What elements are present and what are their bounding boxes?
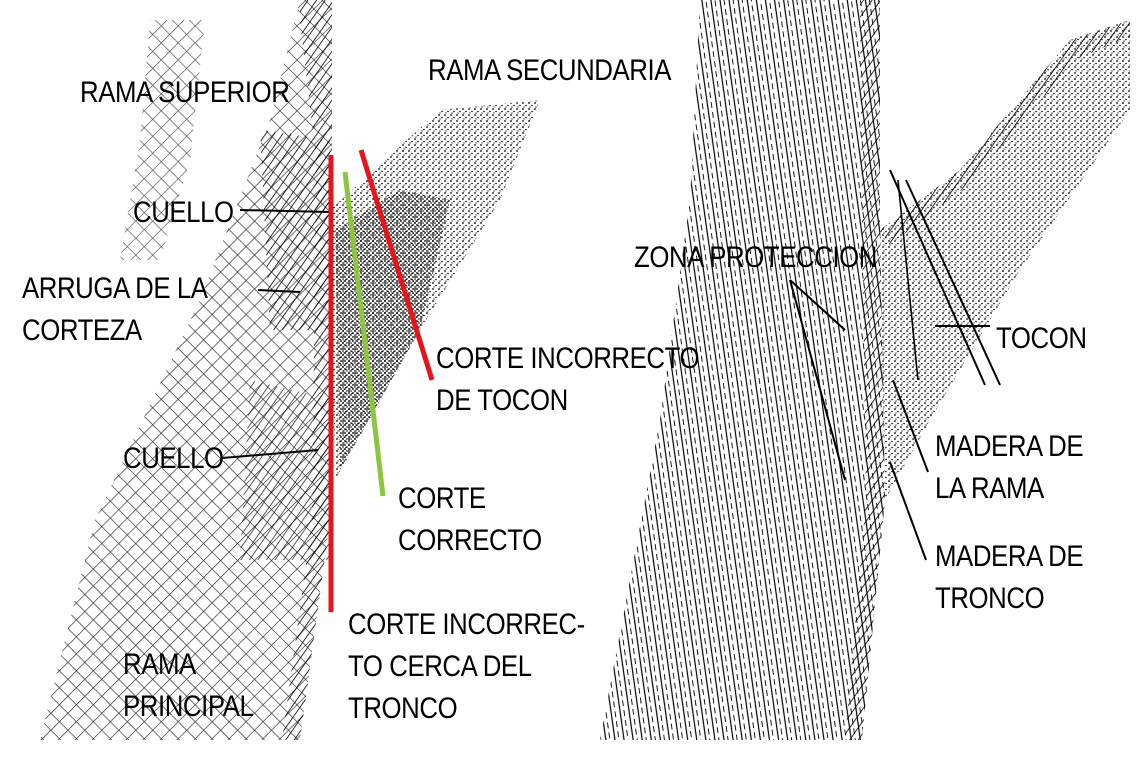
trunk-bark-edge	[845, 0, 885, 740]
label-corte-correcto: CORTE CORRECTO	[398, 482, 542, 557]
label-zona-proteccion: ZONA PROTECCION	[634, 241, 877, 274]
label-madera-rama: MADERA DE LA RAMA	[935, 430, 1084, 505]
upper-branch-shape	[120, 20, 205, 260]
label-madera-tronco: MADERA DE TRONCO	[935, 540, 1084, 615]
leader-madera-tronco	[889, 461, 927, 561]
secondary-branch-dense	[335, 190, 450, 470]
collar-line-2	[905, 179, 1001, 386]
leader-arruga	[257, 289, 301, 293]
label-rama-superior: RAMA SUPERIOR	[80, 76, 290, 109]
leader-cuello-bottom	[221, 449, 319, 459]
label-arruga-corteza: ARRUGA DE LA CORTEZA	[22, 272, 208, 347]
label-cuello-top: CUELLO	[133, 196, 234, 229]
label-cuello-bottom: CUELLO	[123, 442, 224, 475]
lower-collar	[240, 380, 335, 560]
leader-madera-rama	[892, 379, 929, 473]
collar-line-1	[889, 169, 986, 386]
label-corte-incorrecto-tronco: CORTE INCORREC- TO CERCA DEL TRONCO	[348, 608, 585, 725]
collar-line-3	[897, 179, 919, 381]
leader-cuello-top	[239, 209, 331, 213]
left-illustration	[40, 0, 540, 740]
bark-ridge	[260, 130, 330, 330]
cut-correct	[342, 171, 386, 497]
label-corte-incorrecto-tocon: CORTE INCORRECTO DE TOCON	[436, 342, 700, 417]
label-rama-principal: RAMA PRINCIPAL	[123, 648, 254, 723]
label-rama-secundaria: RAMA SECUNDARIA	[428, 54, 672, 87]
trunk-shape	[600, 0, 885, 740]
cut-incorrect-stub	[358, 149, 435, 381]
label-tocon: TOCON	[996, 322, 1087, 355]
leader-zona-2	[789, 279, 846, 331]
branch-shape	[880, 20, 1130, 500]
leader-zona-1	[789, 279, 846, 481]
right-illustration	[600, 0, 1130, 740]
branch-bark-edge-top	[880, 20, 1130, 245]
